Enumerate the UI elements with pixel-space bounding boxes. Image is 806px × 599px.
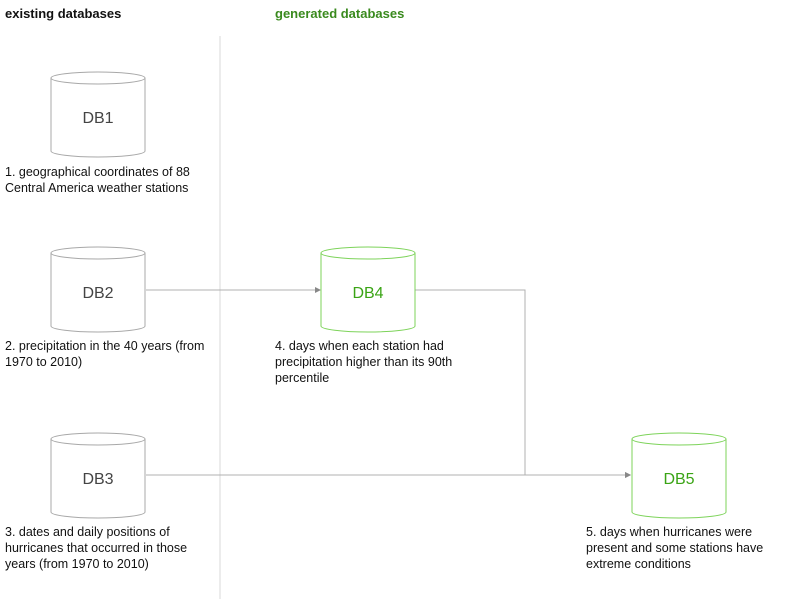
db3-caption-line: hurricanes that occurred in those	[5, 541, 188, 555]
database-cylinder-db4	[320, 246, 416, 333]
db4-label: DB4	[352, 285, 384, 302]
database-cylinder-db3	[50, 432, 146, 519]
db1-caption-line: 1. geographical coordinates of 88	[5, 165, 190, 179]
db3-caption-line: years (from 1970 to 2010)	[5, 557, 149, 571]
db3-caption: 3. dates and daily positions of hurrican…	[5, 524, 187, 572]
db5-caption-line: present and some stations have	[586, 541, 764, 555]
db1-caption-line: Central America weather stations	[5, 181, 189, 195]
db2-caption-line: 1970 to 2010)	[5, 355, 83, 369]
db3-label: DB3	[82, 471, 114, 488]
db4-caption-line: 4. days when each station had	[275, 339, 444, 353]
db4-caption: 4. days when each station had precipitat…	[275, 338, 452, 386]
db5-caption-line: 5. days when hurricanes were	[586, 525, 753, 539]
db3-caption-line: 3. dates and daily positions of	[5, 525, 170, 539]
heading-existing-databases: existing databases	[5, 6, 122, 21]
db4-caption-line: percentile	[275, 371, 330, 385]
db2-caption-line: 2. precipitation in the 40 years (from	[5, 339, 205, 353]
db4-caption-line: precipitation higher than its 90th	[275, 355, 453, 369]
database-cylinder-db5	[631, 432, 727, 519]
db5-caption: 5. days when hurricanes were present and…	[586, 524, 763, 572]
heading-generated-databases: generated databases	[275, 6, 405, 21]
db1-caption: 1. geographical coordinates of 88 Centra…	[5, 164, 190, 196]
database-cylinder-db1	[50, 71, 146, 158]
db1-label: DB1	[82, 110, 114, 127]
db2-label: DB2	[82, 285, 114, 302]
db5-label: DB5	[663, 471, 695, 488]
db2-caption: 2. precipitation in the 40 years (from 1…	[5, 338, 204, 370]
database-cylinder-db2	[50, 246, 146, 333]
db5-caption-line: extreme conditions	[586, 557, 691, 571]
